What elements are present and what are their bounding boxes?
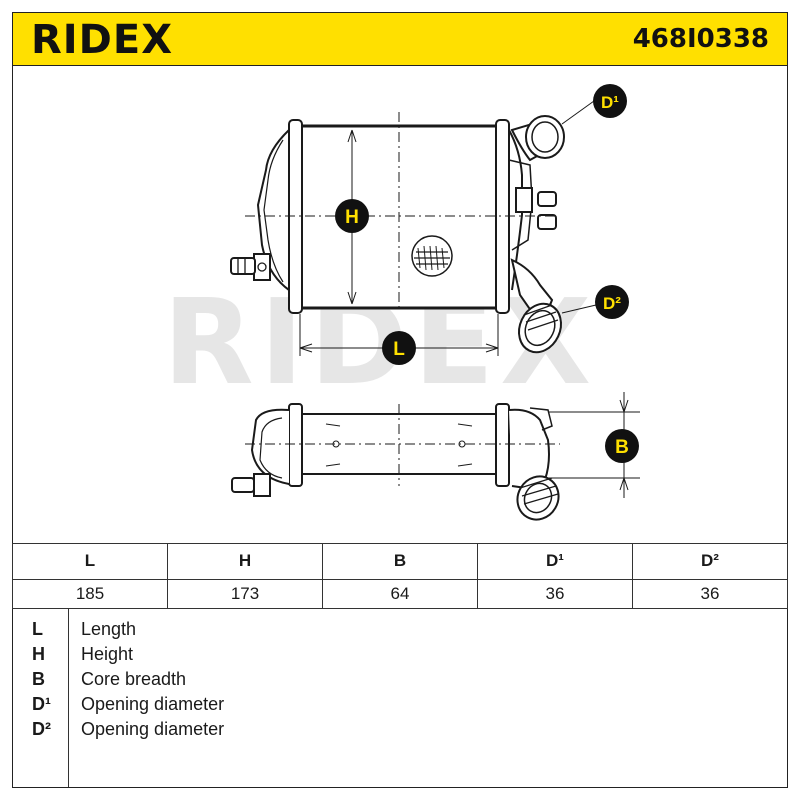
specs-header-row: L H B D¹ D² bbox=[12, 543, 788, 580]
technical-drawing: RIDEX bbox=[163, 84, 640, 521]
legend-key: D² bbox=[32, 719, 51, 739]
callout-l: L bbox=[382, 331, 416, 365]
callout-d2: D² bbox=[595, 285, 629, 319]
specs-header-cell: H bbox=[167, 543, 323, 580]
callout-b: B bbox=[605, 429, 639, 463]
specs-header-cell: L bbox=[12, 543, 168, 580]
specs-table: L H B D¹ D² 185 173 64 36 36 bbox=[12, 543, 788, 610]
legend-text: Core breadth bbox=[81, 669, 187, 689]
legend-row: H Height bbox=[12, 644, 788, 669]
legend-row: B Core breadth bbox=[12, 669, 788, 694]
legend-row: D² Opening diameter bbox=[12, 719, 788, 744]
content-frame bbox=[12, 66, 788, 788]
callout-h: H bbox=[335, 199, 369, 233]
legend-text: Opening diameter bbox=[81, 694, 225, 714]
callout-h-label: H bbox=[345, 207, 359, 228]
callout-d1: D¹ bbox=[593, 84, 627, 118]
specs-header-cell: B bbox=[322, 543, 478, 580]
specs-header-cell: D¹ bbox=[477, 543, 633, 580]
legend-key: L bbox=[32, 619, 43, 639]
callout-d1-label: D¹ bbox=[601, 93, 619, 112]
specs-header-cell: D² bbox=[632, 543, 788, 580]
legend-row: D¹ Opening diameter bbox=[12, 694, 788, 719]
specs-value-cell: 36 bbox=[632, 578, 788, 610]
legend-text: Height bbox=[81, 644, 134, 664]
specs-value-cell: 36 bbox=[477, 578, 633, 610]
legend: L Length H Height B Core breadth D¹ Open… bbox=[12, 609, 788, 788]
brand-logo: RIDEX bbox=[31, 17, 174, 63]
legend-row: L Length bbox=[12, 619, 788, 644]
callout-d2-label: D² bbox=[603, 294, 621, 313]
legend-divider bbox=[68, 609, 69, 787]
part-number: 468I0338 bbox=[632, 24, 769, 54]
specs-value-cell: 173 bbox=[167, 578, 323, 610]
callout-l-label: L bbox=[393, 339, 405, 360]
legend-key: H bbox=[32, 644, 45, 664]
legend-text: Length bbox=[81, 619, 137, 639]
legend-key: D¹ bbox=[32, 694, 51, 714]
top-view bbox=[231, 392, 640, 521]
legend-key: B bbox=[32, 669, 45, 689]
specs-value-cell: 64 bbox=[322, 578, 478, 610]
specs-value-row: 185 173 64 36 36 bbox=[12, 578, 788, 610]
legend-text: Opening diameter bbox=[81, 719, 225, 739]
specs-value-cell: 185 bbox=[12, 578, 168, 610]
front-view bbox=[230, 100, 597, 356]
callout-b-label: B bbox=[615, 437, 629, 458]
header-bar: RIDEX 468I0338 bbox=[12, 12, 788, 66]
